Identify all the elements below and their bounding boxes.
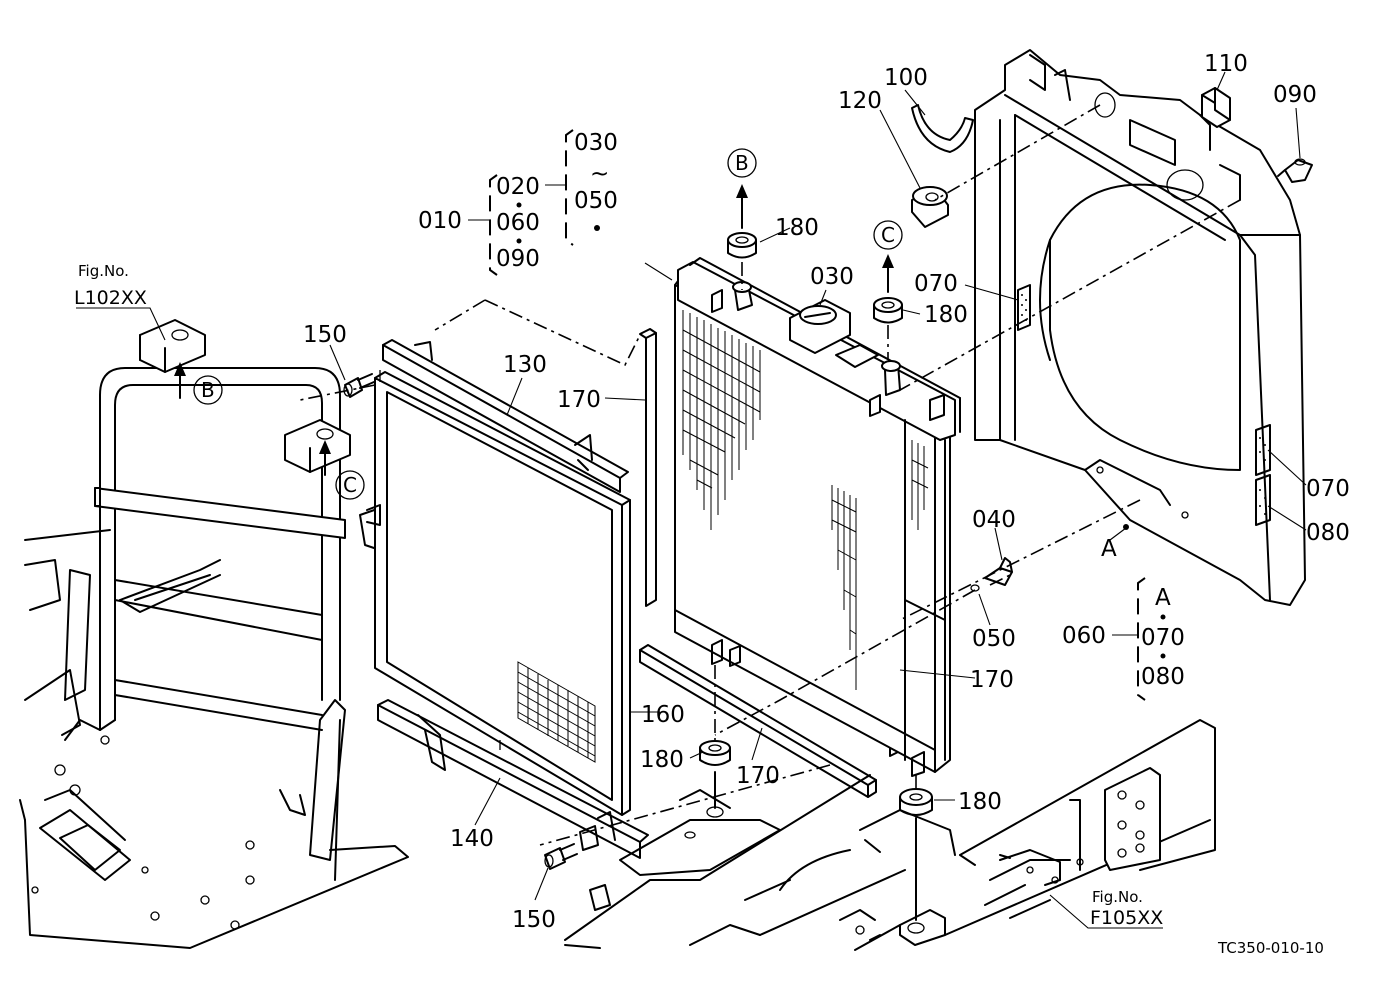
label-070-shroud: 070 (914, 271, 958, 297)
bolts-150 (343, 373, 578, 870)
cushion-top-right (873, 297, 903, 324)
dot-070-080 (1160, 653, 1166, 659)
fig-caption-right: Fig.No. (1092, 888, 1143, 906)
label-130: 130 (503, 352, 547, 378)
ref-arrows-top (727, 148, 903, 293)
range-tilde: ~ (590, 161, 609, 187)
label-080-right: 080 (1306, 520, 1350, 546)
label-160: 160 (641, 702, 685, 728)
label-180-top-right: 180 (924, 302, 968, 328)
label-a-group: A (1155, 585, 1171, 611)
label-060-group: 060 (496, 210, 540, 236)
cushion-top-left (727, 232, 757, 259)
label-050: 050 (972, 626, 1016, 652)
fig-code-right: F105XX (1090, 907, 1163, 929)
label-070-right: 070 (1306, 476, 1350, 502)
label-080-group: 080 (1141, 664, 1185, 690)
cushion-bottom-left (699, 740, 731, 766)
hose-100 (911, 104, 974, 153)
radiator-core-hatching (682, 310, 929, 690)
screen-frame-assembly (366, 339, 649, 859)
label-150-bottom: 150 (512, 907, 556, 933)
label-030-group: 030 (574, 130, 618, 156)
bolt-150-top (343, 373, 375, 398)
label-180-bottom-right: 180 (958, 789, 1002, 815)
label-090: 090 (1273, 82, 1317, 108)
label-070-group: 070 (1141, 625, 1185, 651)
label-110: 110 (1204, 51, 1248, 77)
drawing-code: TC350-010-10 (1217, 939, 1324, 957)
cushions-180 (699, 232, 933, 816)
dot-a-070 (1160, 614, 1166, 620)
label-120: 120 (838, 88, 882, 114)
figure-references: Fig.No. L102XX Fig.No. F105XX (74, 262, 1163, 929)
bolt-090 (1277, 158, 1313, 183)
label-040: 040 (972, 507, 1016, 533)
fig-code-left: L102XX (74, 287, 147, 309)
label-050-group: 050 (574, 188, 618, 214)
dot-060-090 (516, 238, 522, 244)
label-030: 030 (810, 264, 854, 290)
fan-shroud (974, 49, 1306, 606)
reference-letters: B C B C (201, 151, 895, 497)
grommet-120 (911, 186, 949, 228)
label-140: 140 (450, 826, 494, 852)
label-150-top: 150 (303, 322, 347, 348)
ref-b-left: B (201, 378, 215, 402)
leader-lines (76, 71, 1307, 929)
ref-arrows-left (174, 362, 365, 500)
left-frame-assembly (19, 319, 409, 949)
ref-c-left: C (343, 473, 357, 497)
bottom-frame (564, 719, 1216, 951)
label-020: 020 (496, 174, 540, 200)
ref-c-top: C (881, 223, 895, 247)
screen-mesh-patch (517, 661, 596, 763)
radiator (674, 257, 1013, 777)
label-170-left: 170 (557, 387, 601, 413)
bolt-150-bottom (544, 843, 578, 870)
label-180-top-left: 180 (775, 215, 819, 241)
shroud-sticker-dots (1021, 294, 1266, 515)
fig-caption-left: Fig.No. (78, 262, 129, 280)
label-a-shroud: A (1101, 536, 1117, 562)
ref-b-top: B (735, 151, 749, 175)
center-lines (299, 104, 1241, 846)
label-060: 060 (1062, 623, 1106, 649)
label-170-bottom: 170 (736, 763, 780, 789)
part-number-labels: 010 020 060 090 030 ~ 050 150 130 170 18… (303, 51, 1350, 933)
label-180-bottom-left: 180 (640, 747, 684, 773)
label-090-group: 090 (496, 246, 540, 272)
label-100: 100 (884, 65, 928, 91)
label-170-right: 170 (970, 667, 1014, 693)
dot-020-060 (516, 202, 522, 208)
label-010: 010 (418, 208, 462, 234)
clip-110 (1201, 87, 1231, 128)
